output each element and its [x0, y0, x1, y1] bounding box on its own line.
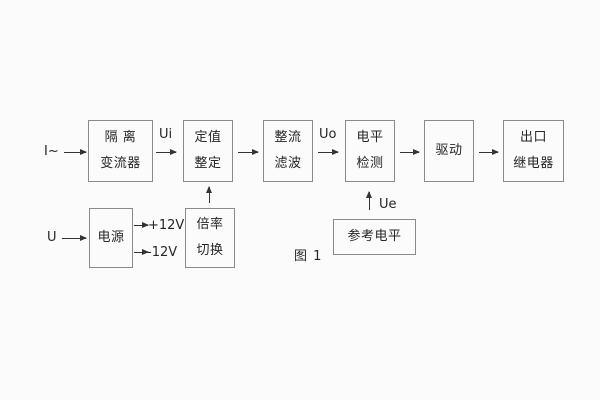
block-label: 电平: [356, 130, 384, 145]
block-label: 隔 离: [104, 130, 137, 145]
block-label: 继电器: [513, 156, 554, 171]
arrow-level-to-driver: [400, 149, 420, 155]
arrow-reference-to-level: [366, 191, 372, 210]
signal-label-input-voltage: U: [47, 230, 57, 245]
figure-caption: 图 1: [294, 249, 323, 264]
signal-label-input-current: I~: [44, 144, 59, 159]
arrow-rectifier-to-level: [318, 149, 339, 155]
arrow-ratio-to-setting: [206, 186, 212, 203]
block-power-supply: 电源: [89, 208, 133, 268]
block-driver: 驱动: [424, 120, 474, 182]
arrow-setting-to-rectifier: [238, 149, 259, 155]
signal-label-plus-12v: +12V: [148, 218, 185, 233]
block-label: 整定: [194, 156, 222, 171]
block-label: 驱动: [435, 143, 463, 158]
block-label: 出口: [519, 130, 547, 145]
signal-label-ui: Ui: [159, 127, 173, 142]
block-label: 检测: [356, 156, 384, 171]
block-label: 变流器: [100, 156, 141, 171]
block-label: 电源: [97, 230, 125, 245]
block-label: 切换: [196, 243, 224, 258]
block-level-detector: 电平 检测: [345, 120, 395, 182]
block-label: 倍率: [196, 217, 224, 232]
arrow-minus-12v: [134, 249, 149, 255]
block-label: 整流: [274, 130, 302, 145]
arrow-driver-to-relay: [479, 149, 499, 155]
signal-label-ue: Ue: [379, 197, 397, 212]
arrow-input-current: [64, 149, 87, 155]
arrow-isolation-to-setting: [156, 149, 177, 155]
arrow-plus-12v: [134, 222, 149, 228]
block-reference-level: 参考电平: [333, 219, 416, 255]
block-label: 滤波: [274, 156, 302, 171]
signal-label-uo: Uo: [319, 127, 337, 142]
arrow-input-voltage: [62, 235, 87, 241]
block-label: 定值: [194, 130, 222, 145]
block-isolation-transformer: 隔 离 变流器: [88, 120, 153, 182]
block-rectifier-filter: 整流 滤波: [263, 120, 313, 182]
block-ratio-switch: 倍率 切换: [185, 208, 235, 268]
signal-label-minus-12v: -12V: [147, 245, 178, 260]
block-label: 参考电平: [347, 229, 402, 244]
block-output-relay: 出口 继电器: [503, 120, 564, 182]
block-setting-adjust: 定值 整定: [183, 120, 233, 182]
